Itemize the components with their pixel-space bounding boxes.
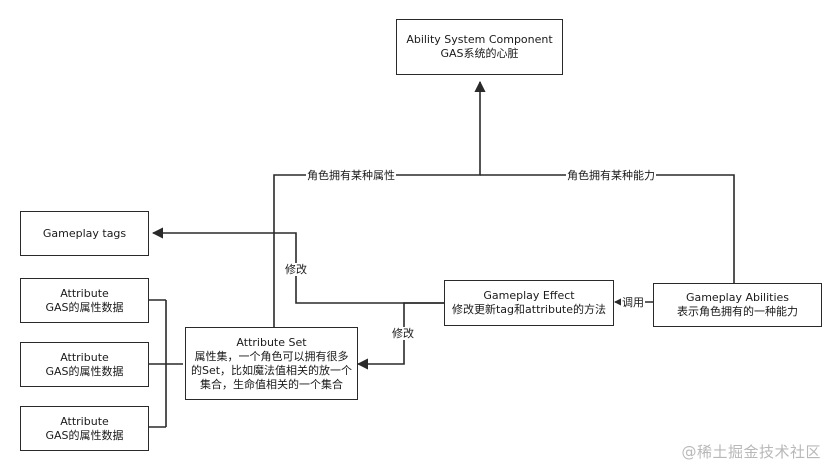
node-description: GAS系统的心脏: [440, 47, 519, 60]
node-title: Attribute: [60, 286, 109, 300]
node-gameplay-abilities[interactable]: Gameplay Abilities 表示角色拥有的一种能力: [653, 283, 822, 327]
node-description-line: 集合，生命值相关的一个集合: [200, 377, 343, 391]
edge-attributes-to-set: [149, 299, 183, 428]
node-description: GAS的属性数据: [45, 364, 124, 378]
node-description: GAS的属性数据: [45, 428, 124, 442]
edge-abilities-to-asc: [480, 174, 735, 283]
edge-label-effect-to-set: 修改: [391, 327, 415, 340]
edge-label-effect-to-tags: 修改: [284, 263, 308, 276]
node-title: Gameplay Effect: [483, 289, 575, 302]
node-title: Ability System Component: [406, 33, 553, 46]
node-attribute-2[interactable]: Attribute GAS的属性数据: [20, 342, 149, 387]
edge-label-abilities-to-effect: 调用: [621, 296, 645, 309]
node-attribute-1[interactable]: Attribute GAS的属性数据: [20, 278, 149, 323]
node-attribute-3[interactable]: Attribute GAS的属性数据: [20, 406, 149, 451]
node-attribute-set[interactable]: Attribute Set 属性集，一个角色可以拥有很多 的Set，比如魔法值相…: [185, 327, 358, 400]
edge-label-set-to-asc: 角色拥有某种属性: [306, 169, 396, 182]
node-title: Gameplay Abilities: [685, 291, 790, 304]
node-description-line: 属性集，一个角色可以拥有很多: [194, 349, 349, 363]
node-title: Attribute: [60, 414, 109, 428]
node-description: 表示角色拥有的一种能力: [677, 305, 798, 318]
node-ability-system-component[interactable]: Ability System Component GAS系统的心脏: [396, 19, 563, 75]
node-description: GAS的属性数据: [45, 300, 124, 314]
node-gameplay-effect[interactable]: Gameplay Effect 修改更新tag和attribute的方法: [444, 280, 614, 326]
edge-label-abilities-to-asc: 角色拥有某种能力: [566, 169, 656, 182]
watermark: @稀土掘金技术社区: [681, 443, 821, 461]
node-title: Attribute: [60, 350, 109, 364]
node-gameplay-tags[interactable]: Gameplay tags: [20, 211, 149, 256]
node-description-line: 的Set，比如魔法值相关的放一个: [190, 363, 353, 377]
node-title: Gameplay tags: [42, 226, 127, 240]
node-description: 修改更新tag和attribute的方法: [451, 303, 606, 316]
node-title: Attribute Set: [236, 335, 307, 349]
